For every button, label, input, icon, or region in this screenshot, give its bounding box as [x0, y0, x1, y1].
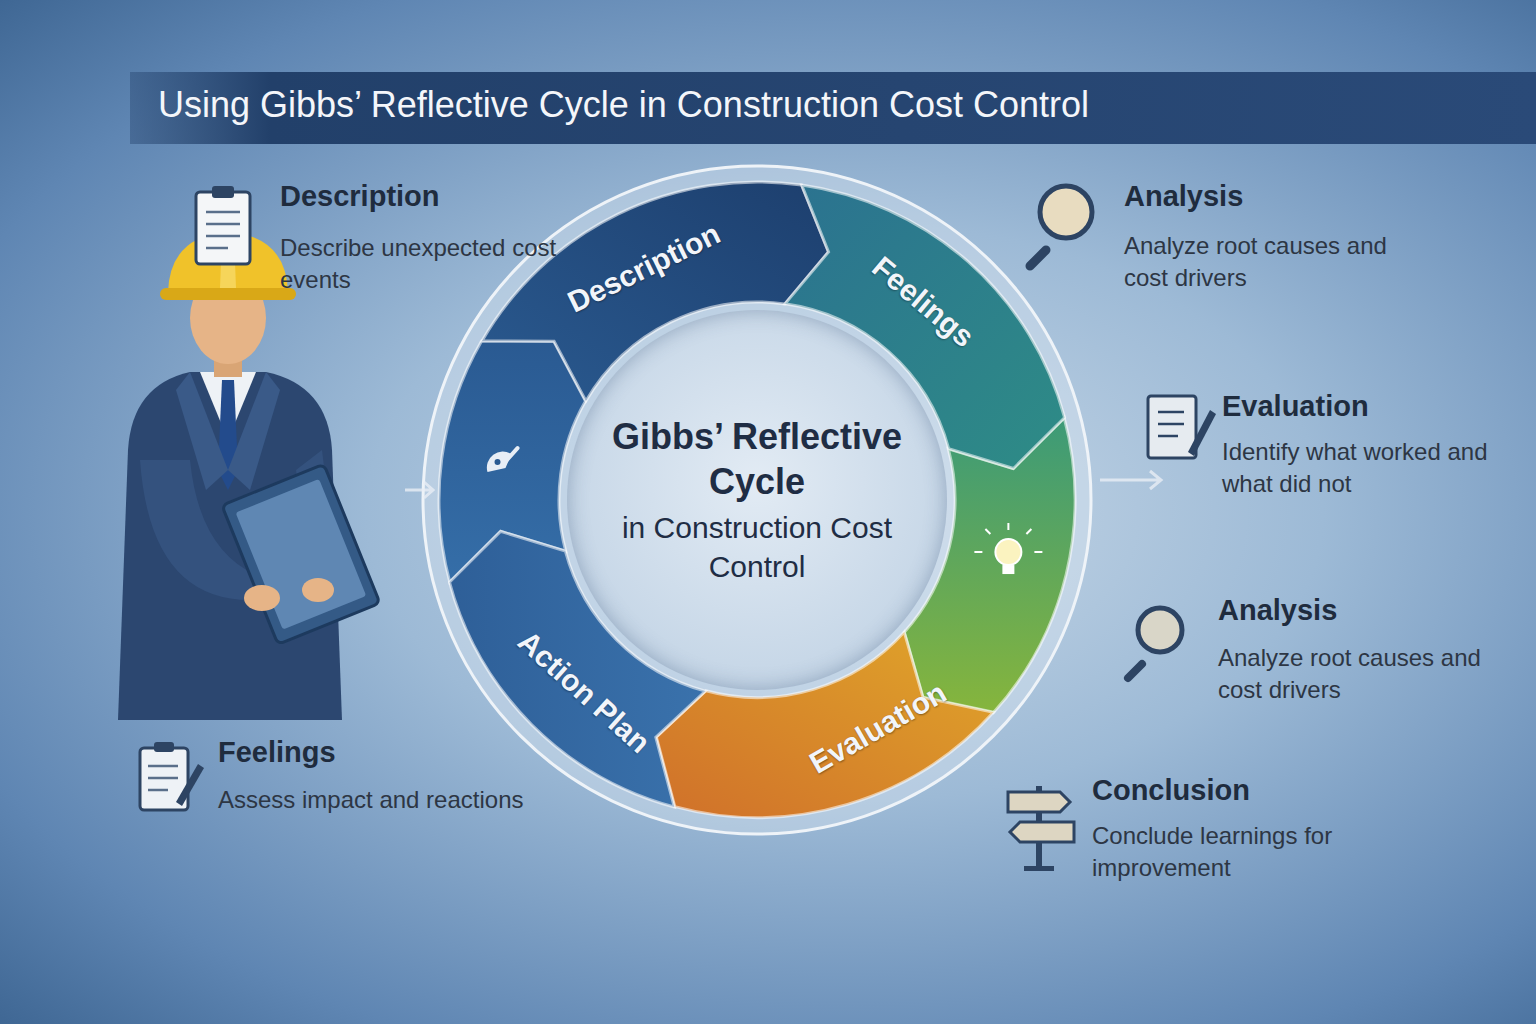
- segment-outline: [450, 531, 706, 807]
- clipboard-icon: [196, 186, 250, 264]
- callout-heading: Analysis: [1218, 594, 1337, 627]
- center-circle: Gibbs’ Reflective Cyclein Construction C…: [567, 310, 947, 690]
- signpost-icon: [1008, 786, 1074, 871]
- cycle-segment: Evaluation: [634, 628, 997, 822]
- clipboard-pen-icon: [140, 742, 204, 810]
- callout-text: Analyze root causes and cost drivers: [1218, 642, 1518, 707]
- callout-heading: Evaluation: [1222, 390, 1369, 423]
- callout-text: Describe unexpected cost events: [280, 232, 580, 297]
- lightbulb-icon: [974, 523, 1042, 574]
- center-heading: Gibbs’ Reflective Cycle: [602, 414, 912, 504]
- magnifier-icon: [1030, 186, 1092, 266]
- outer-ring: [423, 166, 1091, 834]
- cycle-ring-back: [423, 166, 1091, 834]
- plan-icon: [487, 448, 518, 472]
- segment-shape: [634, 628, 997, 822]
- callout-text: Identify what worked and what did not: [1222, 436, 1522, 501]
- callout-heading: Feelings: [218, 736, 336, 769]
- segment-outline: [656, 632, 993, 818]
- title-banner: [130, 72, 1536, 144]
- center-subtitle: in Construction Cost Control: [607, 508, 907, 586]
- callout-text: Conclude learnings for improvement: [1092, 820, 1392, 885]
- callout-heading: Analysis: [1124, 180, 1243, 213]
- callout-heading: Conclusion: [1092, 774, 1250, 807]
- callout-heading: Description: [280, 180, 440, 213]
- diagram-title: Using Gibbs’ Reflective Cycle in Constru…: [158, 84, 1089, 126]
- callout-text: Analyze root causes and cost drivers: [1124, 230, 1424, 295]
- document-icon: [1148, 396, 1216, 458]
- callout-text: Assess impact and reactions: [218, 784, 523, 816]
- magnifier-icon: [1128, 608, 1182, 678]
- worker-figure: [118, 232, 380, 720]
- cycle-segment: Action Plan: [437, 520, 709, 811]
